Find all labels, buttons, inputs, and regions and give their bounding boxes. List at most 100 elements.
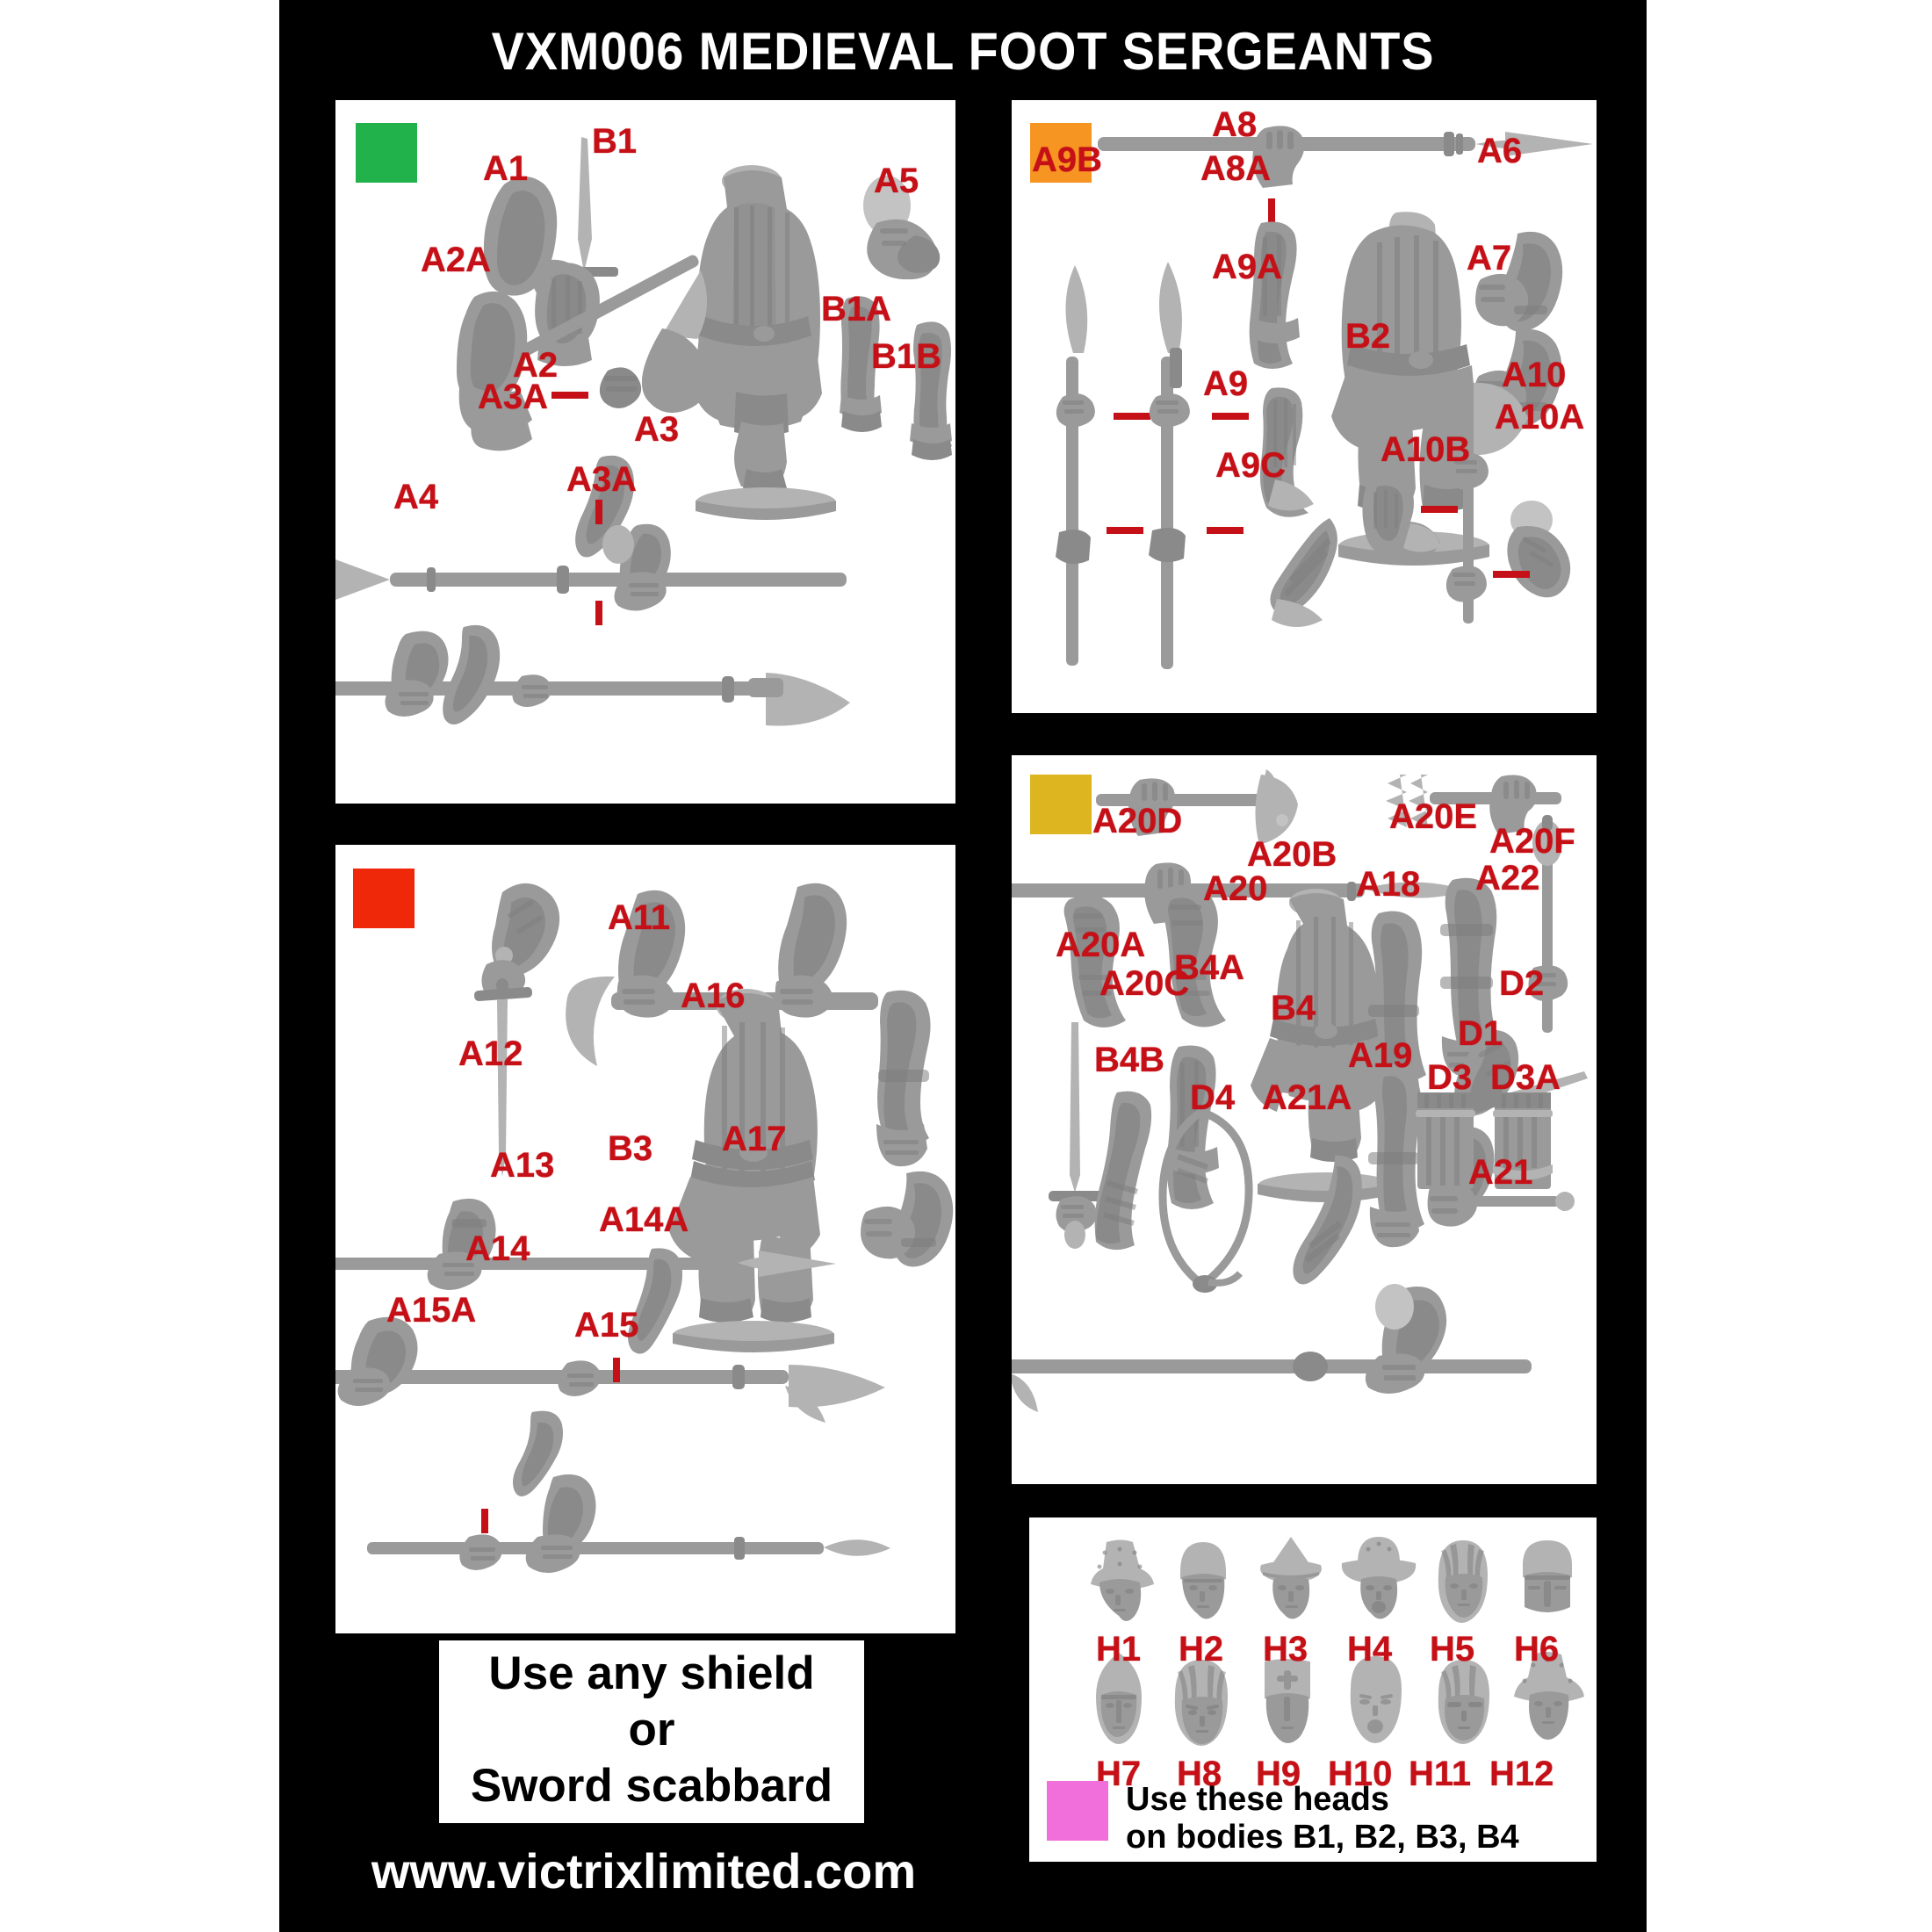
label-a13: A13 bbox=[490, 1146, 555, 1185]
page-title: VXM006 MEDIEVAL FOOT SERGEANTS bbox=[491, 22, 1435, 81]
label-a10a: A10A bbox=[1495, 398, 1585, 436]
label-h5: H5 bbox=[1430, 1630, 1475, 1669]
part-a14a-arm bbox=[628, 1248, 682, 1354]
label-a9: A9 bbox=[1203, 364, 1249, 403]
part-a19-arm bbox=[1368, 1063, 1424, 1248]
label-b1a: B1A bbox=[821, 290, 892, 328]
part-a9b-polearm bbox=[1056, 265, 1095, 666]
label-d4: D4 bbox=[1190, 1078, 1236, 1117]
part-a8a-leg bbox=[1249, 221, 1300, 369]
alignment-tick bbox=[1493, 571, 1530, 578]
shield-note: Use any shield or Sword scabbard bbox=[439, 1640, 864, 1823]
label-h8: H8 bbox=[1177, 1755, 1222, 1793]
orange-swatch bbox=[1030, 123, 1092, 183]
shield-note-line-3: Sword scabbard bbox=[470, 1760, 833, 1812]
label-a17: A17 bbox=[722, 1120, 787, 1158]
part-a20c-sword bbox=[1049, 1022, 1103, 1249]
alignment-tick bbox=[613, 1358, 620, 1382]
head-h3-chapel-de-fer bbox=[1260, 1537, 1322, 1619]
label-a4: A4 bbox=[393, 478, 439, 516]
label-h4: H4 bbox=[1347, 1630, 1393, 1669]
head-h8-coif-angry bbox=[1174, 1660, 1228, 1746]
panel-heads: H1 H2 H3 H4 H5 H6 H7 H8 H9 H10 H11 H12 U… bbox=[1029, 1517, 1597, 1862]
label-a15: A15 bbox=[574, 1306, 639, 1344]
head-h9-flat-helm bbox=[1265, 1659, 1310, 1743]
pink-swatch bbox=[1047, 1781, 1108, 1841]
label-b3: B3 bbox=[608, 1129, 653, 1168]
label-b4: B4 bbox=[1271, 989, 1316, 1027]
part-a10a-arm bbox=[1507, 501, 1571, 598]
label-h10: H10 bbox=[1328, 1755, 1393, 1793]
yellow-swatch bbox=[1030, 775, 1092, 834]
head-h10-bald-shouting bbox=[1350, 1656, 1402, 1743]
part-a20e-mace bbox=[1386, 775, 1561, 834]
label-a9a: A9A bbox=[1212, 248, 1283, 286]
label-h1: H1 bbox=[1096, 1630, 1142, 1669]
part-b4a-leg bbox=[1166, 1045, 1219, 1209]
label-a14: A14 bbox=[465, 1229, 530, 1268]
part-d3-quiver bbox=[1416, 1092, 1475, 1189]
shield-note-line-1: Use any shield bbox=[488, 1647, 815, 1699]
label-h12: H12 bbox=[1489, 1755, 1554, 1793]
red-swatch bbox=[353, 869, 415, 928]
alignment-tick bbox=[1207, 527, 1244, 534]
part-d3a-quiver bbox=[1493, 1092, 1553, 1189]
part-a9c-leg bbox=[1270, 518, 1337, 627]
label-a11: A11 bbox=[608, 898, 671, 937]
label-a8a: A8A bbox=[1200, 149, 1272, 188]
label-b4a: B4A bbox=[1174, 948, 1245, 987]
label-a7: A7 bbox=[1467, 239, 1512, 278]
part-a21a-arm bbox=[1293, 1155, 1362, 1285]
part-a2a-arm bbox=[535, 263, 600, 366]
label-d3a: D3A bbox=[1490, 1058, 1561, 1097]
label-b1b: B1B bbox=[871, 337, 942, 376]
label-a1: A1 bbox=[483, 149, 529, 188]
label-h11: H11 bbox=[1409, 1755, 1472, 1793]
part-a20d-axe bbox=[1096, 769, 1298, 845]
head-h7-nasal-helm bbox=[1096, 1653, 1142, 1744]
head-h5-coif bbox=[1438, 1540, 1488, 1623]
label-h6: H6 bbox=[1514, 1630, 1560, 1669]
alignment-tick bbox=[595, 601, 602, 625]
label-d3: D3 bbox=[1427, 1058, 1473, 1097]
website-url[interactable]: www.victrixlimited.com bbox=[371, 1843, 917, 1899]
part-a5-arm bbox=[863, 176, 941, 280]
label-a19: A19 bbox=[1348, 1036, 1413, 1075]
label-b4b: B4B bbox=[1094, 1041, 1165, 1079]
label-a6: A6 bbox=[1477, 132, 1523, 170]
part-a2-axe-arm bbox=[457, 255, 710, 451]
part-a20f-mace bbox=[1528, 815, 1568, 1033]
green-swatch bbox=[356, 123, 417, 183]
label-a3a: A3A bbox=[566, 460, 638, 499]
label-h3: H3 bbox=[1263, 1630, 1308, 1669]
label-h2: H2 bbox=[1179, 1630, 1224, 1669]
part-a3a-arm-upper bbox=[575, 455, 634, 558]
alignment-tick bbox=[481, 1509, 488, 1533]
head-h2-bascinet bbox=[1180, 1542, 1226, 1619]
shield-note-line-2: or bbox=[628, 1704, 675, 1755]
label-b2: B2 bbox=[1345, 317, 1391, 356]
alignment-tick bbox=[551, 392, 588, 399]
part-a15a-arm bbox=[513, 1410, 563, 1496]
label-d1: D1 bbox=[1458, 1014, 1503, 1053]
part-a21-spear-arm bbox=[1012, 1284, 1532, 1412]
part-b1-body bbox=[694, 165, 836, 520]
part-a8-spear bbox=[1098, 126, 1593, 188]
heads-note-line-2: on bodies B1, B2, B3, B4 bbox=[1126, 1818, 1519, 1856]
label-d2: D2 bbox=[1499, 964, 1545, 1003]
part-a10-axe bbox=[1445, 379, 1528, 624]
head-h1-kettle-helm bbox=[1091, 1539, 1154, 1621]
head-h11-coif-glaring bbox=[1438, 1660, 1489, 1744]
part-a9-leg bbox=[1259, 387, 1314, 517]
part-b4b-leg bbox=[1094, 1091, 1152, 1251]
label-a20a: A20A bbox=[1056, 926, 1146, 964]
heads-note: Use these heads on bodies B1, B2, B3, B4 bbox=[1126, 1781, 1519, 1856]
label-a9b: A9B bbox=[1032, 141, 1103, 179]
label-a8: A8 bbox=[1212, 105, 1258, 144]
alignment-tick bbox=[1268, 198, 1275, 223]
label-a20c: A20C bbox=[1099, 964, 1190, 1003]
